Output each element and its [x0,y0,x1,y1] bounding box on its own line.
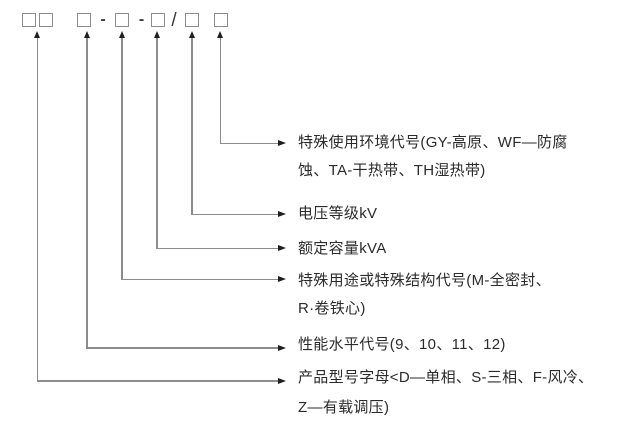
connector-line [36,380,279,382]
arrow-up-icon [188,31,195,38]
connector-line [219,142,279,144]
model-code-box-5 [151,13,165,27]
arrow-right-icon [278,377,286,384]
arrow-right-icon [278,140,286,146]
connector-line [86,347,279,349]
arrow-right-icon [278,211,286,217]
label-special-use-or-structure-code-line1: 特殊用途或特殊结构代号(M-全密封、 [298,272,551,289]
connector-line [121,278,279,280]
connector-line [156,247,279,249]
separator-dash: - [100,11,106,28]
connector-line [219,38,221,144]
connector-line [156,38,158,249]
arrow-up-icon [217,31,223,38]
label-special-use-or-structure-code-line2: R·卷铁心) [298,300,366,317]
separator-slash: / [171,10,177,31]
model-code-box-6 [185,13,199,27]
arrow-up-icon [153,31,160,38]
model-code-box-7 [213,13,228,27]
model-code-box-1 [21,13,36,27]
arrow-up-icon [34,31,40,38]
model-code-box-3 [77,13,91,27]
arrow-up-icon [83,31,90,38]
arrow-right-icon [278,276,286,282]
label-performance-level-code: 性能水平代号(9、10、11、12) [298,336,506,353]
connector-line [36,38,38,382]
label-product-model-letters-line1: 产品型号字母<D—单相、S-三相、F-风冷、 [298,369,594,386]
arrow-right-icon [278,344,286,351]
connector-line [191,213,279,215]
connector-line [86,38,88,349]
label-special-environment-code-line1: 特殊使用环境代号(GY-高原、WF—防腐 [298,134,568,151]
arrow-right-icon [278,245,286,251]
separator-dash: - [138,11,145,28]
model-code-box-4 [115,13,129,27]
connector-line [191,38,193,215]
label-voltage-class: 电压等级kV [298,205,378,222]
label-special-environment-code-line2: 蚀、TA-干热带、TH湿热带) [298,162,486,179]
model-code-box-2 [38,13,53,27]
connector-line [121,38,123,280]
label-product-model-letters-line2: Z—有载调压) [298,399,390,416]
label-rated-capacity: 额定容量kVA [298,240,387,257]
arrow-up-icon [118,31,125,38]
